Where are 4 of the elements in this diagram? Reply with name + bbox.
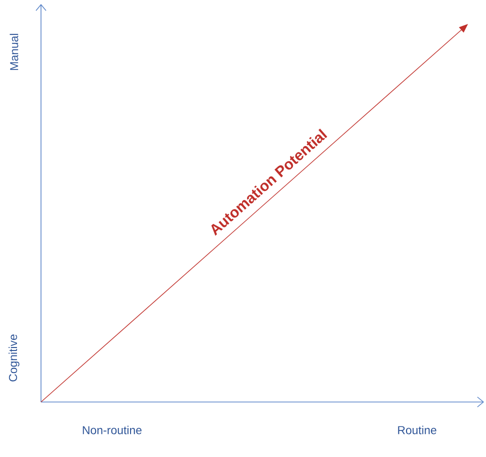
axis-label: Routine [398,426,436,434]
axis-label: Manual [10,34,18,70]
axis-label: Cognitive [8,334,20,382]
axis-label: Non-routine [82,426,142,434]
